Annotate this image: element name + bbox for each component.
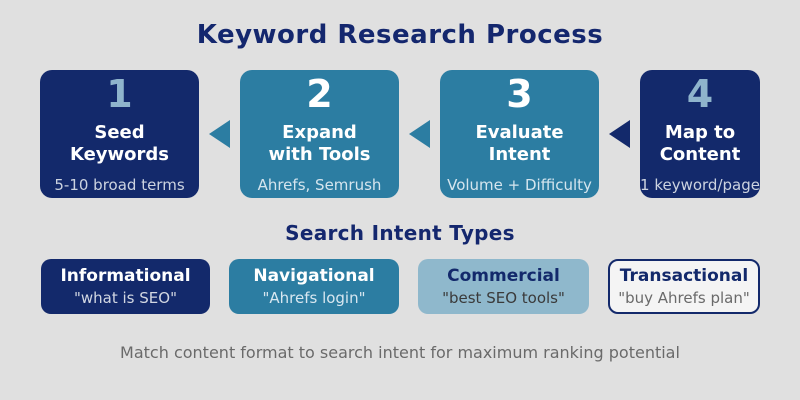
intent-types-row: Informational "what is SEO" Navigational… — [41, 259, 760, 314]
step-title: Evaluate Intent — [475, 122, 563, 167]
step-number: 2 — [306, 71, 333, 116]
step-card-expand-with-tools: 2 Expand with Tools Ahrefs, Semrush — [240, 70, 399, 198]
arrow-left-icon — [409, 120, 430, 148]
intent-label: Navigational — [253, 265, 375, 286]
intent-card-informational: Informational "what is SEO" — [41, 259, 210, 314]
step-title: Map to Content — [660, 122, 741, 167]
footer-note: Match content format to search intent fo… — [120, 343, 680, 362]
intent-example: "Ahrefs login" — [262, 289, 366, 308]
arrow-left-icon — [209, 120, 230, 148]
process-steps-row: 1 Seed Keywords 5-10 broad terms 2 Expan… — [40, 70, 760, 198]
arrow-left-icon — [609, 120, 630, 148]
step-card-seed-keywords: 1 Seed Keywords 5-10 broad terms — [40, 70, 199, 198]
step-number: 1 — [106, 71, 133, 116]
step-title: Expand with Tools — [269, 122, 371, 167]
intent-section-heading: Search Intent Types — [285, 221, 515, 245]
step-subtitle: 1 keyword/page — [640, 175, 760, 194]
step-subtitle: Ahrefs, Semrush — [257, 175, 382, 194]
step-card-evaluate-intent: 3 Evaluate Intent Volume + Difficulty — [440, 70, 599, 198]
step-title-line1: Seed — [94, 121, 145, 143]
step-subtitle: 5-10 broad terms — [54, 175, 185, 194]
step-card-map-to-content: 4 Map to Content 1 keyword/page — [640, 70, 760, 198]
intent-example: "best SEO tools" — [442, 289, 565, 308]
step-title: Seed Keywords — [70, 122, 169, 167]
intent-label: Transactional — [619, 265, 749, 286]
intent-example: "buy Ahrefs plan" — [618, 289, 750, 308]
step-title-line1: Evaluate — [475, 121, 564, 143]
step-number: 4 — [686, 71, 714, 116]
step-title-line1: Map to — [664, 121, 736, 143]
step-title-line2: Intent — [488, 144, 551, 165]
intent-card-transactional: Transactional "buy Ahrefs plan" — [608, 259, 760, 314]
step-title-line2: Content — [659, 144, 741, 165]
step-title-line2: Keywords — [69, 144, 170, 165]
intent-label: Informational — [60, 265, 191, 286]
step-title-line2: with Tools — [268, 144, 371, 165]
intent-card-navigational: Navigational "Ahrefs login" — [229, 259, 399, 314]
step-subtitle: Volume + Difficulty — [447, 175, 592, 194]
page-title: Keyword Research Process — [196, 20, 604, 50]
step-number: 3 — [506, 71, 533, 116]
intent-label: Commercial — [447, 265, 560, 286]
step-title-line1: Expand — [282, 121, 357, 143]
intent-card-commercial: Commercial "best SEO tools" — [418, 259, 589, 314]
intent-example: "what is SEO" — [74, 289, 177, 308]
